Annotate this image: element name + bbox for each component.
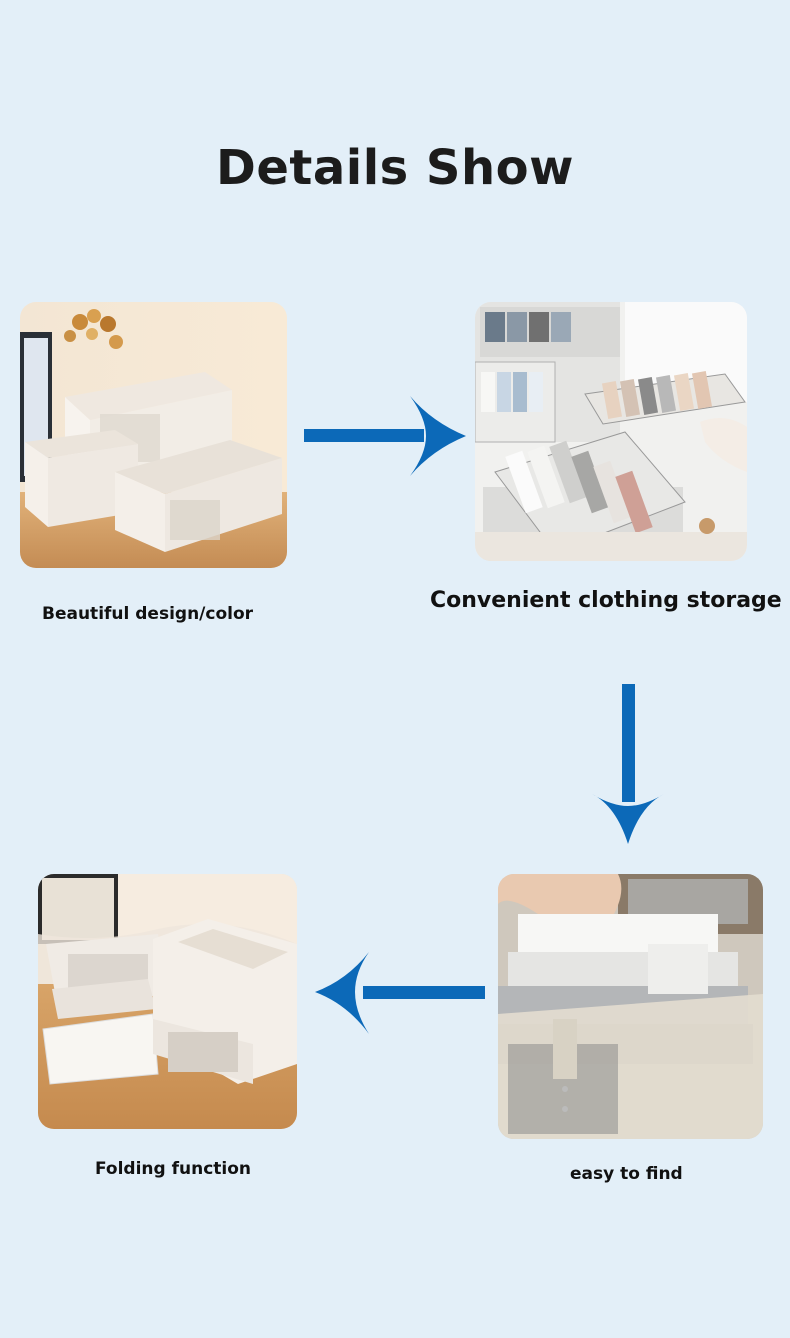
caption-beautiful-design: Beautiful design/color — [42, 604, 254, 624]
arrow-down-icon — [592, 684, 664, 844]
caption-clothing-storage: Convenient clothing storage — [430, 588, 782, 613]
arrow-left-icon — [315, 952, 485, 1034]
caption-folding-function: Folding function — [95, 1159, 252, 1179]
arrow-right-icon — [304, 396, 466, 476]
photo-clothing-storage — [475, 302, 747, 561]
page-title: Details Show — [216, 140, 574, 196]
photo-beautiful-design — [20, 302, 287, 568]
photo-folding-function — [38, 874, 297, 1129]
caption-easy-to-find: easy to find — [570, 1164, 683, 1184]
photo-easy-to-find — [498, 874, 763, 1139]
